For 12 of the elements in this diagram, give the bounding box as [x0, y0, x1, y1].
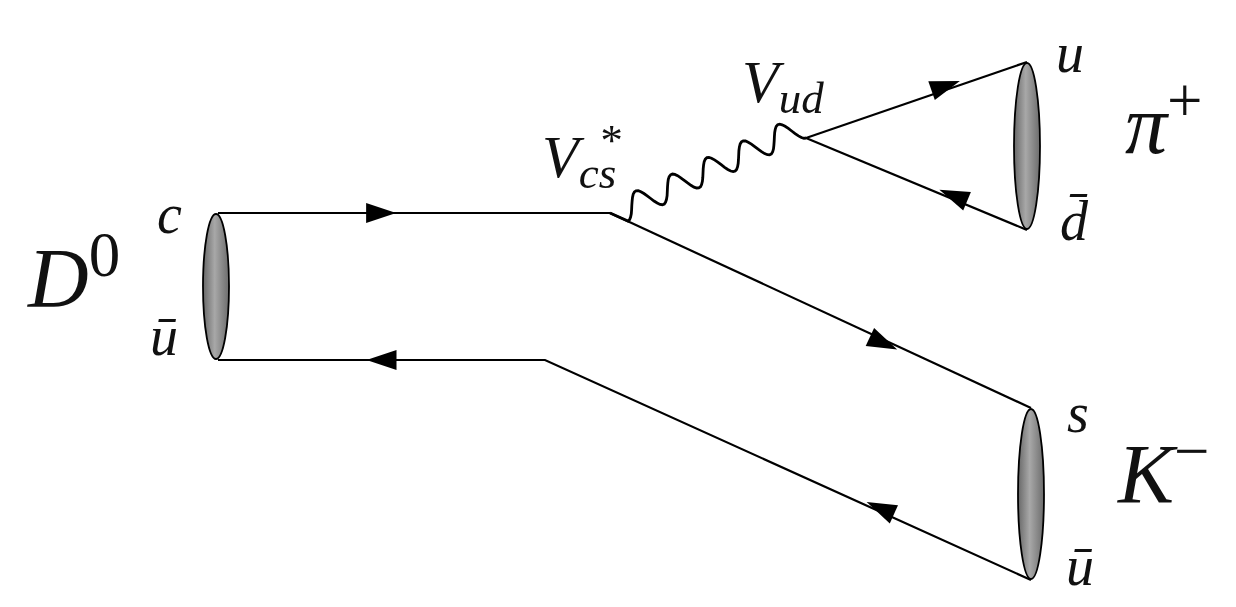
quark-label: ū	[150, 308, 178, 364]
particle-label: K$^{−}$	[1118, 433, 1210, 517]
quark-label: s	[1067, 385, 1089, 441]
quark-label: ū	[1066, 538, 1094, 594]
quark-label: u	[1056, 25, 1084, 81]
quark-label: d̄	[1060, 193, 1088, 249]
coupling-label: V$_{ud}$	[742, 52, 824, 112]
quark-label: c	[157, 186, 182, 242]
meson-ellipse	[1017, 408, 1045, 580]
meson-ellipse	[202, 213, 230, 360]
meson-ellipse	[1013, 62, 1041, 230]
particle-label: π$^{+}$	[1125, 83, 1203, 167]
